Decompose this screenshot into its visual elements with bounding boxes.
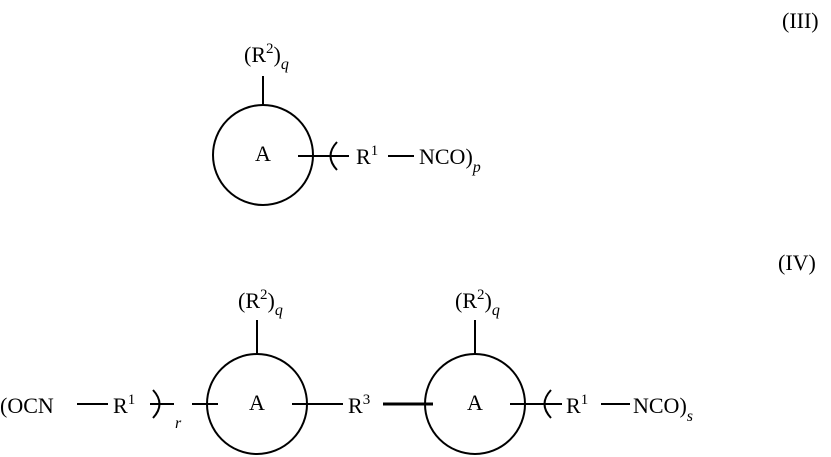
formula-iii-r2-group: (R2)q (244, 41, 289, 73)
formula-iv-r3: R3 (348, 392, 370, 418)
formula-iv-ring2-r2-group: (R2)q (455, 287, 500, 319)
formula-iii-label: (III) (782, 8, 819, 33)
formula-iii-r1: R1 (356, 143, 378, 169)
formula-iv-nco: NCO)s (633, 393, 693, 425)
formula-iii-ring-label: A (255, 141, 271, 166)
formula-iv-ring1-label: A (249, 390, 265, 415)
formula-iv-left-sub: r (175, 415, 182, 432)
formula-iv-ocn: (OCN (0, 393, 54, 418)
formula-iv-left-r1: R1 (113, 392, 135, 418)
formula-iv-label: (IV) (778, 250, 816, 275)
formula-iv-ring1-r2-group: (R2)q (238, 287, 283, 319)
formula-iii-nco: NCO)p (419, 144, 481, 176)
formula-iv-ring2-label: A (467, 390, 483, 415)
formula-iii: (III) (R2)q A R1 NCO)p (213, 8, 819, 205)
formula-iv-right-r1: R1 (566, 392, 588, 418)
formula-iv: (IV) (OCN R1 r (R2)q A R3 (R2)q A R1 NCO… (0, 250, 816, 454)
